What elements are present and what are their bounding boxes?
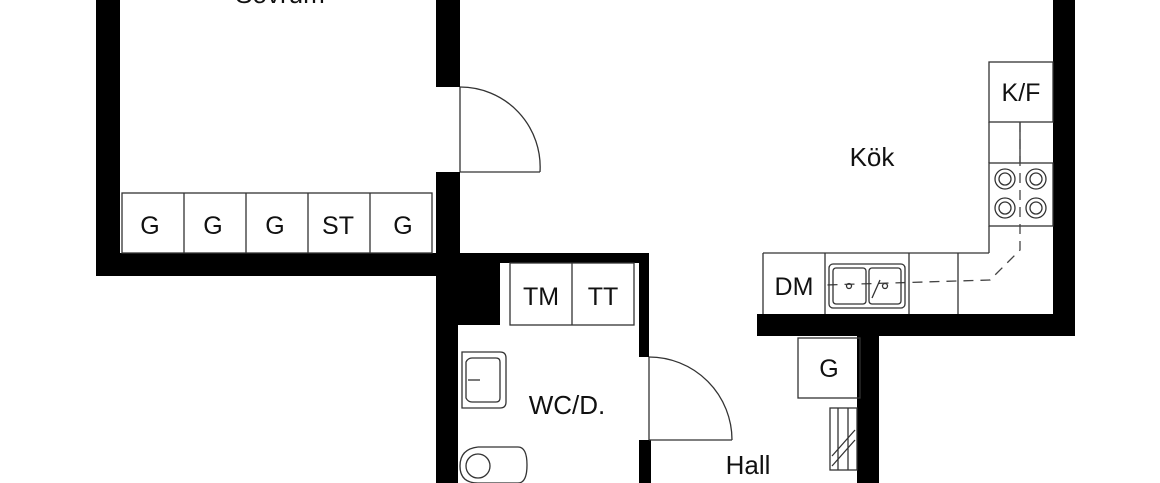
room-label-kitchen: Kök	[850, 142, 896, 172]
room-label-wc: WC/D.	[529, 390, 606, 420]
dishwasher-label: DM	[775, 273, 814, 301]
washbasin-icon	[461, 351, 507, 409]
hall-closet-label: G	[819, 355, 838, 383]
wall-bath-left	[436, 253, 458, 483]
closet-label-4: ST	[322, 212, 354, 240]
wall-shaft	[458, 263, 500, 325]
bedroom-door	[459, 86, 541, 173]
room-label-hall: Hall	[726, 450, 771, 480]
wall-bath-top	[436, 253, 649, 263]
washing-machine-label: TM	[523, 283, 559, 311]
closet-label-2: G	[203, 212, 222, 240]
sink-icon	[828, 263, 906, 309]
wall-bedroom-bottom	[96, 253, 460, 276]
wall-bedroom-left	[96, 0, 120, 276]
wall-kitchen-bottom	[757, 314, 1075, 336]
wall-bath-right-upper	[639, 253, 649, 357]
walls	[96, 0, 1075, 483]
bedroom-closets: G G G ST G	[121, 192, 433, 254]
hall-closet: G	[797, 337, 861, 399]
toilet-icon	[459, 446, 528, 483]
wall-hall-right	[857, 336, 879, 483]
wall-kitchen-right	[1053, 0, 1075, 336]
bathroom-door	[648, 356, 733, 441]
room-label-bedroom: Sovrum	[235, 0, 325, 9]
wall-bath-right-lower	[639, 440, 651, 483]
fridge-freezer-label: K/F	[1002, 79, 1041, 107]
closet-label-5: G	[393, 212, 412, 240]
closet-label-1: G	[140, 212, 159, 240]
tumble-dryer-label: TT	[588, 283, 619, 311]
bath-appliances: TM TT	[509, 262, 635, 326]
wall-partition-upper	[436, 0, 460, 87]
shoe-rack-icon	[829, 407, 858, 471]
closet-label-3: G	[265, 212, 284, 240]
stove-icon	[994, 168, 1047, 219]
kitchen-counter	[762, 61, 1054, 314]
